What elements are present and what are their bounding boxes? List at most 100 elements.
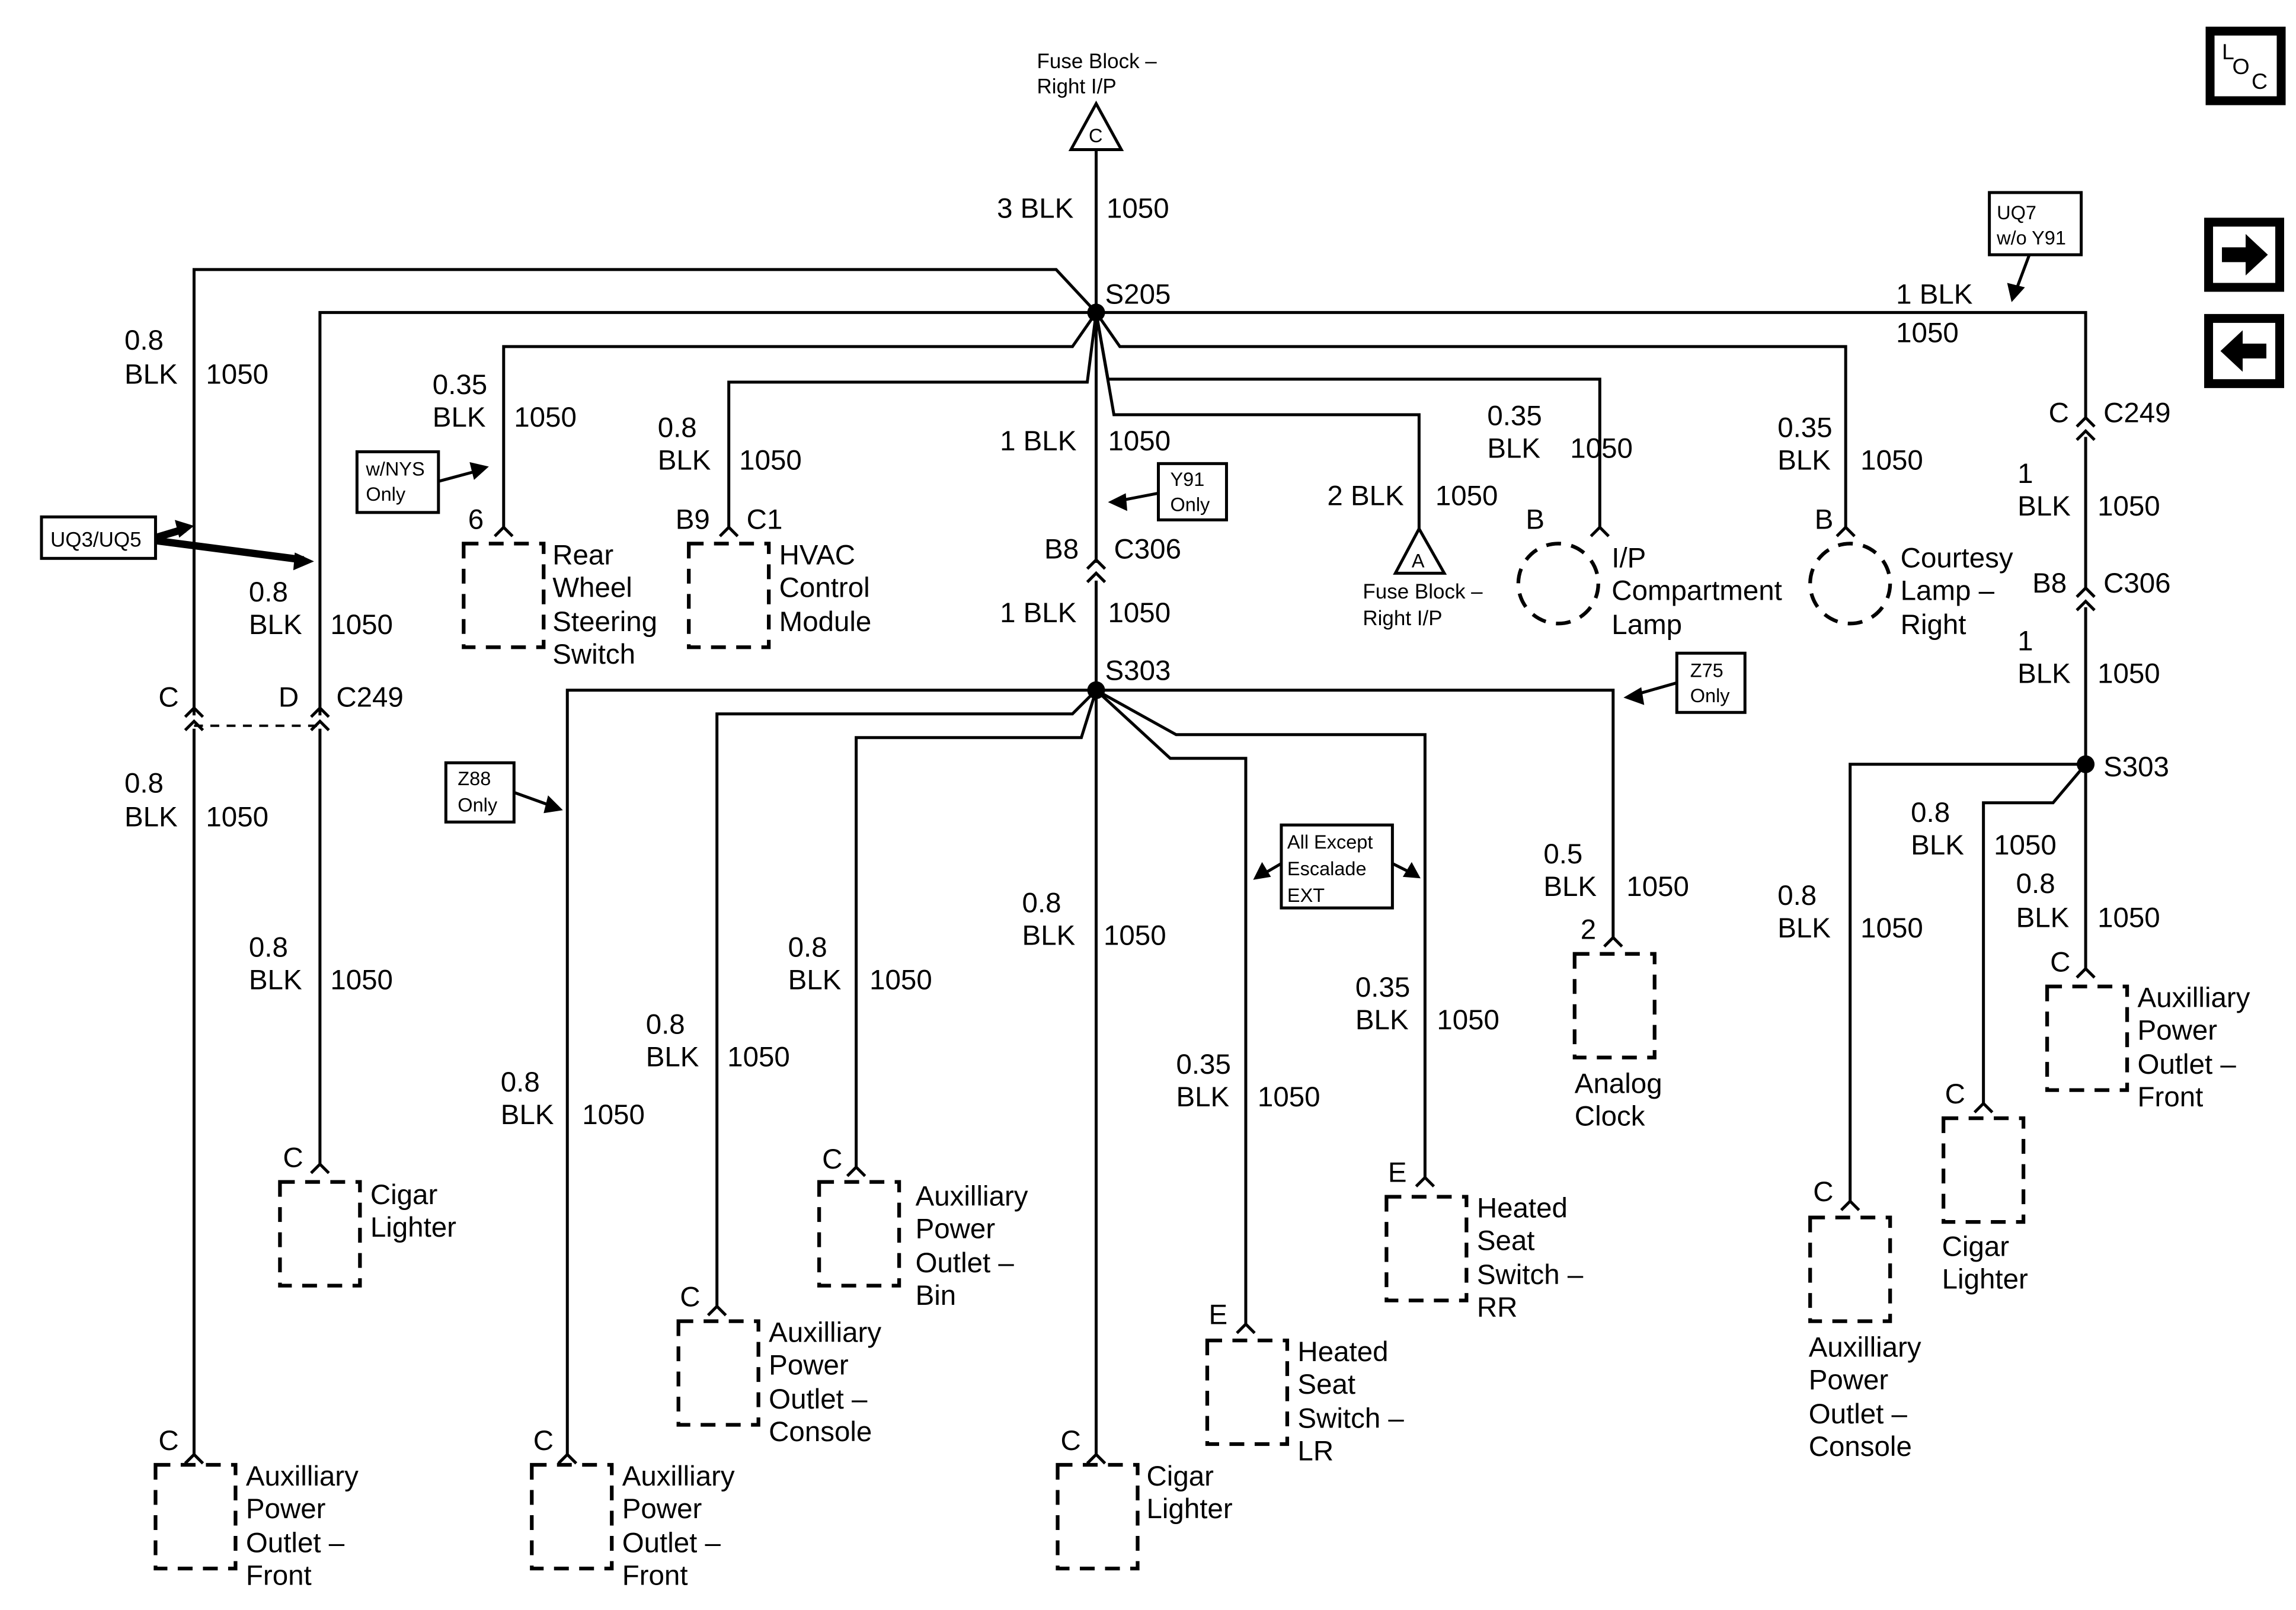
option-uq3-uq5: UQ3/UQ5 [40, 515, 314, 571]
diagram-label: Power [769, 1350, 849, 1381]
fuse-block-a: 2 BLK 1050 A Fuse Block – Right I/P [1327, 480, 1498, 629]
diagram-label: E [1388, 1157, 1407, 1189]
diagram-label: 2 [1581, 914, 1596, 946]
diagram-label: B [1526, 504, 1544, 535]
diagram-label: 0.8 [2016, 868, 2055, 900]
diagram-label: L [2222, 39, 2234, 64]
diagram-label: 1 [2017, 625, 2033, 657]
left-lower-labels: 0.8 BLK 1050 0.8 BLK 1050 [124, 767, 393, 996]
main-wire-gauge: 3 BLK [997, 193, 1074, 224]
diagram-label: BLK [646, 1042, 699, 1073]
diagram-label: Rear [552, 539, 613, 571]
diagram-label: B8 [2032, 568, 2067, 599]
diagram-label: 0.8 [249, 577, 288, 608]
diagram-label: Outlet – [246, 1528, 345, 1559]
diagram-label: S303 [1105, 655, 1171, 686]
diagram-label: Cigar [1147, 1461, 1214, 1492]
diagram-label: Console [769, 1416, 872, 1448]
diagram-label: BLK [2017, 491, 2071, 522]
diagram-label: Right [1901, 609, 1966, 641]
connector-chevrons [184, 415, 2096, 1465]
diagram-label: 2 BLK [1327, 480, 1404, 511]
diagram-label: C1 [747, 504, 783, 535]
diagram-label: Only [1690, 685, 1731, 706]
diagram-label: Auxilliary [2138, 982, 2250, 1014]
diagram-label: Lamp – [1901, 575, 1995, 606]
diagram-label: 0.5 [1543, 838, 1582, 870]
diagram-label: C [1061, 1425, 1081, 1457]
diagram-label: C [158, 681, 178, 713]
left-arrow-icon[interactable] [2204, 313, 2285, 388]
diagram-label: Lighter [370, 1212, 456, 1243]
diagram-label: C306 [1114, 533, 1181, 565]
diagram-label: Lamp [1611, 609, 1682, 641]
diagram-label: Switch – [1477, 1259, 1584, 1291]
diagram-label: BLK [501, 1099, 554, 1131]
left-cigar-lighter: C Cigar Lighter [278, 1142, 456, 1288]
courtesy-lamp-right: 0.35 BLK 1050 B Courtesy Lamp – Right [1777, 412, 2013, 640]
diagram-label: Y91 [1170, 469, 1204, 490]
diagram-label: 6 [468, 504, 484, 535]
diagram-label: C [1813, 1176, 1833, 1208]
diagram-label: Compartment [1611, 575, 1782, 606]
diagram-label: Auxilliary [769, 1317, 881, 1349]
diagram-label: Cigar [370, 1179, 438, 1211]
diagram-label: Fuse Block – [1363, 580, 1483, 603]
diagram-label: BLK [658, 444, 711, 476]
loc-icon[interactable]: L O C [2205, 26, 2286, 105]
diagram-label: Seat [1297, 1369, 1355, 1400]
diagram-label: BLK [2017, 658, 2071, 689]
splice-s205 [1087, 303, 1105, 322]
diagram-label: A [1412, 550, 1425, 571]
diagram-label: 1 BLK [1896, 279, 1973, 310]
diagram-label: O [2233, 54, 2250, 79]
diagram-label: w/o Y91 [1996, 227, 2066, 248]
diagram-label: C [1945, 1078, 1965, 1110]
diagram-label: Console [1809, 1431, 1912, 1462]
diagram-label: C [2050, 947, 2070, 978]
diagram-label: 0.35 [1176, 1049, 1230, 1080]
diagram-label: D [279, 681, 299, 713]
diagram-label: Front [622, 1560, 688, 1592]
diagram-label: C249 [2103, 397, 2170, 428]
diagram-label: Lighter [1147, 1493, 1233, 1525]
diagram-label: Z75 [1690, 660, 1723, 681]
diagram-label: BLK [124, 359, 178, 390]
option-all-except: All Except Escalade EXT [1253, 823, 1421, 910]
left-apo-front: C Auxilliary Power Outlet – Front [154, 1425, 359, 1592]
diagram-label: 1050 [2097, 902, 2160, 934]
apo-bin: 0.8 BLK 1050 C Auxilliary Power Outlet –… [788, 932, 1028, 1311]
diagram-label: E [1208, 1299, 1227, 1331]
diagram-label: 0.8 [249, 932, 288, 964]
diagram-label: 1050 [330, 609, 393, 641]
diagram-label: Power [916, 1214, 996, 1245]
diagram-label: 0.8 [124, 767, 164, 799]
diagram-label: I/P [1611, 542, 1646, 574]
heated-seat-switch-lr: 0.35 BLK 1050 E Heated Seat Switch – LR [1176, 1049, 1404, 1467]
diagram-label: BLK [249, 609, 302, 641]
diagram-label: C [822, 1144, 842, 1175]
diagram-label: Lighter [1942, 1264, 2028, 1295]
diagram-label: LR [1297, 1436, 1334, 1467]
option-uq7: UQ7 w/o Y91 [1988, 191, 2083, 302]
diagram-label: Escalade [1287, 858, 1367, 879]
diagram-label: 1050 [2097, 658, 2160, 689]
diagram-label: 1050 [514, 402, 577, 433]
diagram-label: 1050 [739, 444, 802, 476]
right-arrow-icon[interactable] [2204, 217, 2285, 292]
diagram-label: w/NYS [365, 458, 424, 479]
diagram-label: Power [622, 1493, 702, 1525]
diagram-label: 1050 [206, 802, 268, 833]
diagram-label: Control [779, 572, 870, 603]
diagram-label: Clock [1575, 1101, 1645, 1132]
heated-seat-switch-rr: 0.35 BLK 1050 E Heated Seat Switch – RR [1355, 972, 1584, 1323]
diagram-label: B [1815, 504, 1834, 535]
diagram-label: Heated [1477, 1193, 1568, 1224]
diagram-label: BLK [249, 965, 302, 996]
diagram-label: B8 [1044, 533, 1079, 565]
diagram-label: BLK [433, 402, 486, 433]
analog-clock: 0.5 BLK 1050 2 Analog Clock [1543, 838, 1689, 1132]
diagram-label: 0.35 [1487, 400, 1542, 431]
diagram-label: 1050 [1108, 597, 1171, 629]
